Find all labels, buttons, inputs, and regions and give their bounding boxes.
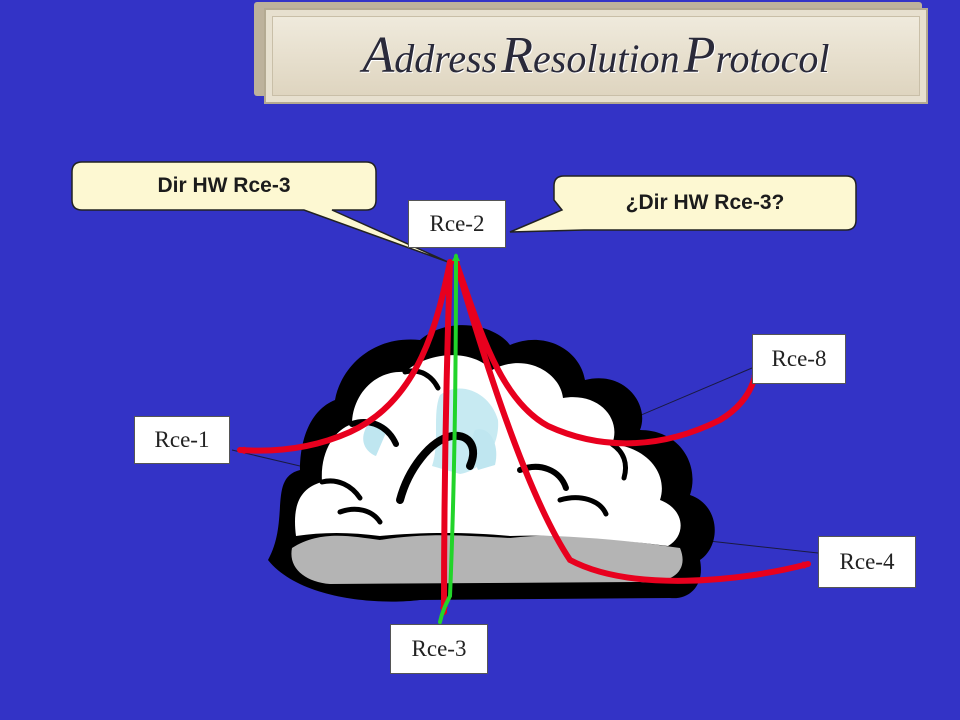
arrow-to-rce8 <box>453 259 759 447</box>
node-rce8: Rce-8 <box>752 334 846 384</box>
arrow-to-rce1 <box>237 259 453 455</box>
link-rce4 <box>699 539 819 554</box>
node-rce3: Rce-3 <box>390 624 488 674</box>
reply-callout-bubble <box>71 161 449 263</box>
node-rce2: Rce-2 <box>408 200 506 248</box>
arrow-to-rce4 <box>453 259 811 584</box>
cloud-icon <box>268 325 715 602</box>
reply-callout-text: Dir HW Rce-3 <box>157 174 291 197</box>
page-title: Address Resolution Protocol <box>362 27 830 84</box>
node-rce4: Rce-4 <box>818 536 916 588</box>
request-callout-text: ¿Dir HW Rce-3? <box>625 191 785 214</box>
reply-arrow <box>438 253 460 624</box>
request-callout-bubble <box>509 175 857 233</box>
arrow-to-rce3 <box>440 259 453 615</box>
title-banner: Address Resolution Protocol <box>264 8 928 104</box>
node-rce1: Rce-1 <box>134 416 230 464</box>
